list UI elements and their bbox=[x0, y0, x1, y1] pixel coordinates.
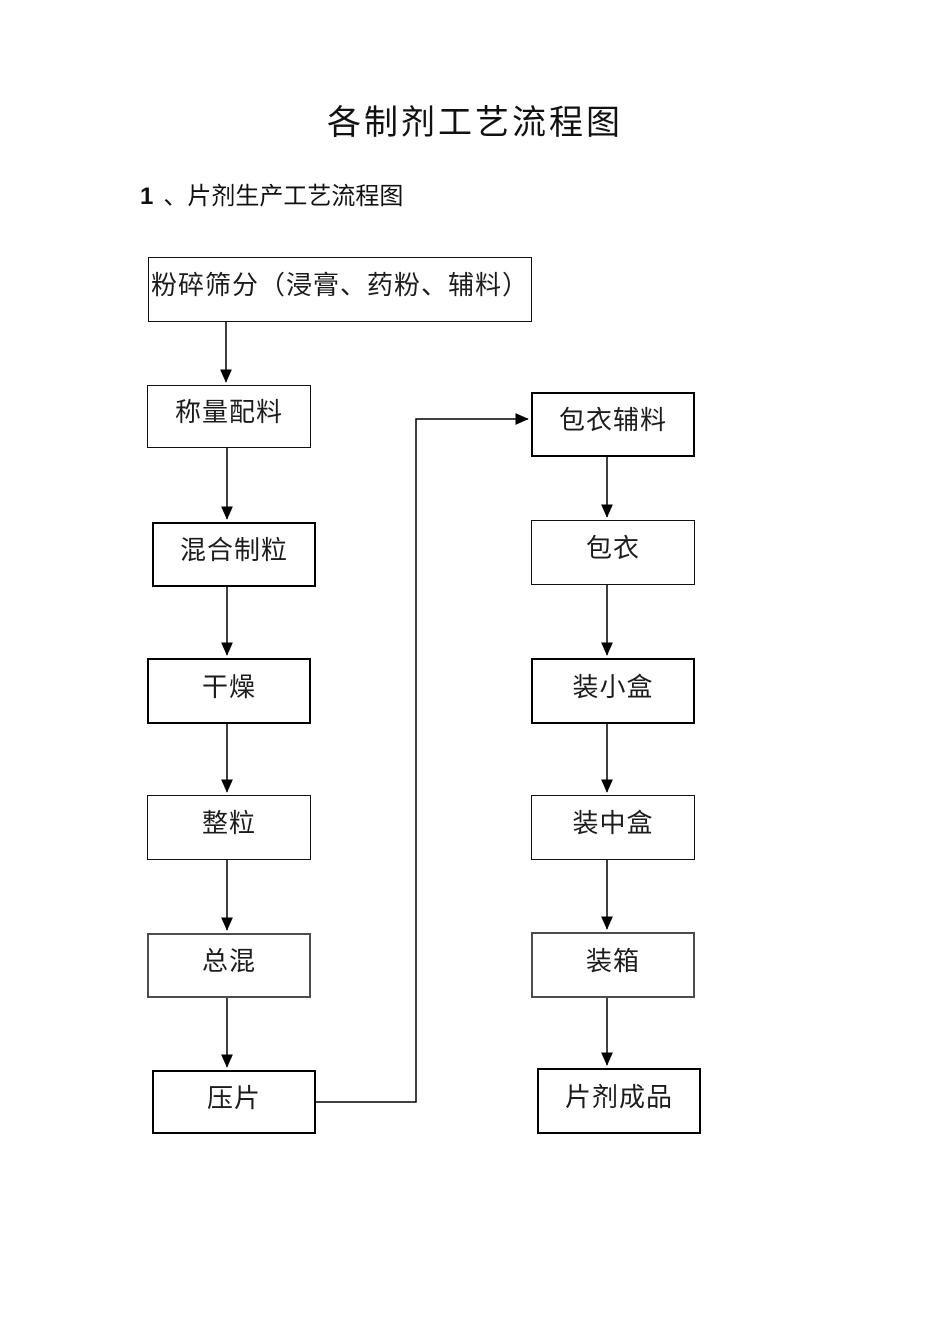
page-title: 各制剂工艺流程图 bbox=[327, 105, 623, 142]
flow-node-finished-tablets: 片剂成品 bbox=[537, 1068, 701, 1134]
section-number: 1 bbox=[140, 183, 154, 210]
section-title: 、片剂生产工艺流程图 bbox=[163, 184, 404, 210]
flow-node-pack-carton: 装箱 bbox=[531, 932, 695, 998]
connector-press-to-excipients bbox=[316, 413, 529, 1103]
flow-node-pack-middle-box: 装中盒 bbox=[531, 795, 695, 860]
flow-node-tablet-press: 压片 bbox=[152, 1070, 316, 1134]
flow-node-crush-sieve: 粉碎筛分（浸膏、药粉、辅料） bbox=[148, 257, 532, 322]
flow-node-coating-excipients: 包衣辅料 bbox=[531, 392, 695, 457]
flow-node-mix-granulate: 混合制粒 bbox=[152, 522, 316, 587]
flow-node-size-granules: 整粒 bbox=[147, 795, 311, 860]
flow-node-pack-small-box: 装小盒 bbox=[531, 658, 695, 724]
flow-node-coating: 包衣 bbox=[531, 520, 695, 585]
flow-node-weigh-batch: 称量配料 bbox=[147, 385, 311, 448]
flow-node-final-blend: 总混 bbox=[147, 933, 311, 998]
flow-node-dry: 干燥 bbox=[147, 658, 311, 724]
section-heading: 1 、片剂生产工艺流程图 bbox=[140, 176, 403, 211]
